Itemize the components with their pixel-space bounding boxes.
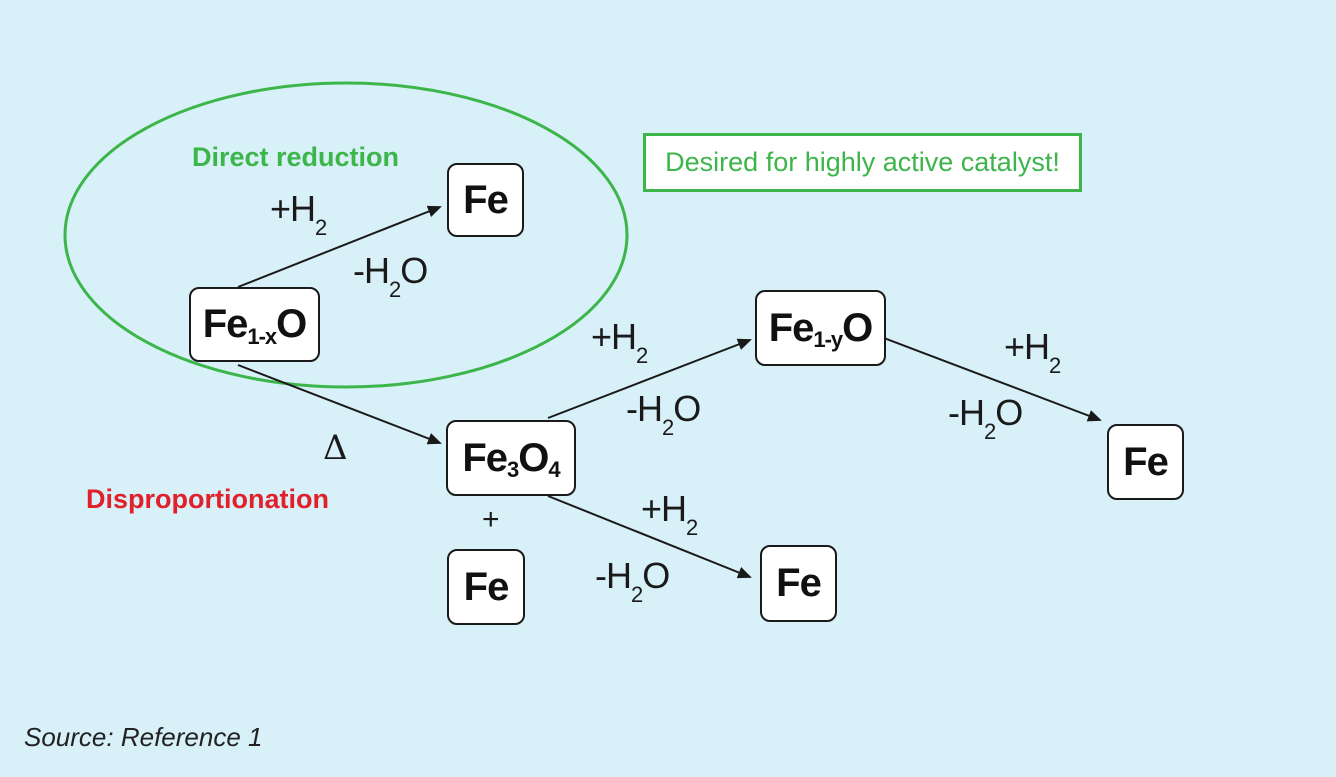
node-fe-coproduct: Fe [447,549,525,625]
source-caption: Source: Reference 1 [24,722,263,752]
minus-h2o-sub: 2 [662,415,674,440]
reagent-minus-h2o-lower: -H2O [595,555,670,607]
plus-h2-text: +H [591,316,637,357]
node-fe-final-bottom: Fe [760,545,837,622]
node-fe-direct: Fe [447,163,524,237]
plus-h2-sub: 2 [1049,353,1061,378]
arrow-fe1y-to-fe [883,337,1102,422]
fe-final-right-text: Fe [1123,439,1169,484]
arrow-fe1x-to-fe [237,205,442,288]
plus-h2-sub: 2 [636,343,648,368]
fe1y-base: Fe [768,305,815,350]
delta-heat-symbol: Δ [323,428,348,468]
minus-h2o-text: -H [353,250,390,291]
reagent-plus-h2-direct: +H2 [270,188,327,240]
reagent-minus-h2o-direct: -H2O [353,250,428,302]
minus-h2o-text: -H [595,555,632,596]
arrow-fe3o4-to-fe [547,495,752,579]
fe-direct-text: Fe [463,177,509,222]
plus-sign: + [482,503,500,536]
desired-catalyst-note: Desired for highly active catalyst! [643,133,1082,192]
fe-final-bottom-text: Fe [776,561,822,605]
reagent-minus-h2o-upper: -H2O [626,388,701,440]
plus-h2-text: +H [1004,326,1050,367]
arrow-fe1x-to-fe3o4 [237,364,442,445]
plus-h2-text: +H [641,488,687,529]
reagent-plus-h2-lower: +H2 [641,488,698,540]
fe1x-base: Fe [202,302,249,346]
fe3o4-base: Fe [462,435,508,480]
fe3o4-sub1: 3 [507,457,519,482]
plus-h2-text: +H [270,188,316,229]
fe3o4-sub2: 4 [548,457,560,482]
disproportionation-label: Disproportionation [86,484,329,514]
minus-h2o-tail: O [995,392,1023,433]
desired-catalyst-text: Desired for highly active catalyst! [665,147,1060,177]
reagent-plus-h2-upper: +H2 [591,316,648,368]
minus-h2o-sub: 2 [389,277,401,302]
fe1x-tail: O [276,302,307,346]
fe3o4-mid: O [518,435,549,480]
minus-h2o-tail: O [642,555,670,596]
fe1x-sub: 1-x [247,323,277,349]
minus-h2o-text: -H [948,392,985,433]
minus-h2o-tail: O [673,388,701,429]
arrow-fe3o4-to-fe1y [547,338,752,419]
fe1y-tail: O [842,305,873,350]
node-fe-final-right: Fe [1107,424,1184,500]
minus-h2o-sub: 2 [984,419,996,444]
minus-h2o-tail: O [400,250,428,291]
direct-reduction-ellipse [63,81,629,389]
plus-h2-sub: 2 [315,215,327,240]
fe-coproduct-text: Fe [463,564,510,609]
fe1y-sub: 1-y [813,327,843,352]
reagent-plus-h2-right: +H2 [1004,326,1061,378]
direct-reduction-label: Direct reduction [192,142,400,172]
plus-h2-sub: 2 [686,515,698,540]
reagent-minus-h2o-right: -H2O [948,392,1023,444]
minus-h2o-sub: 2 [631,582,643,607]
minus-h2o-text: -H [626,388,663,429]
